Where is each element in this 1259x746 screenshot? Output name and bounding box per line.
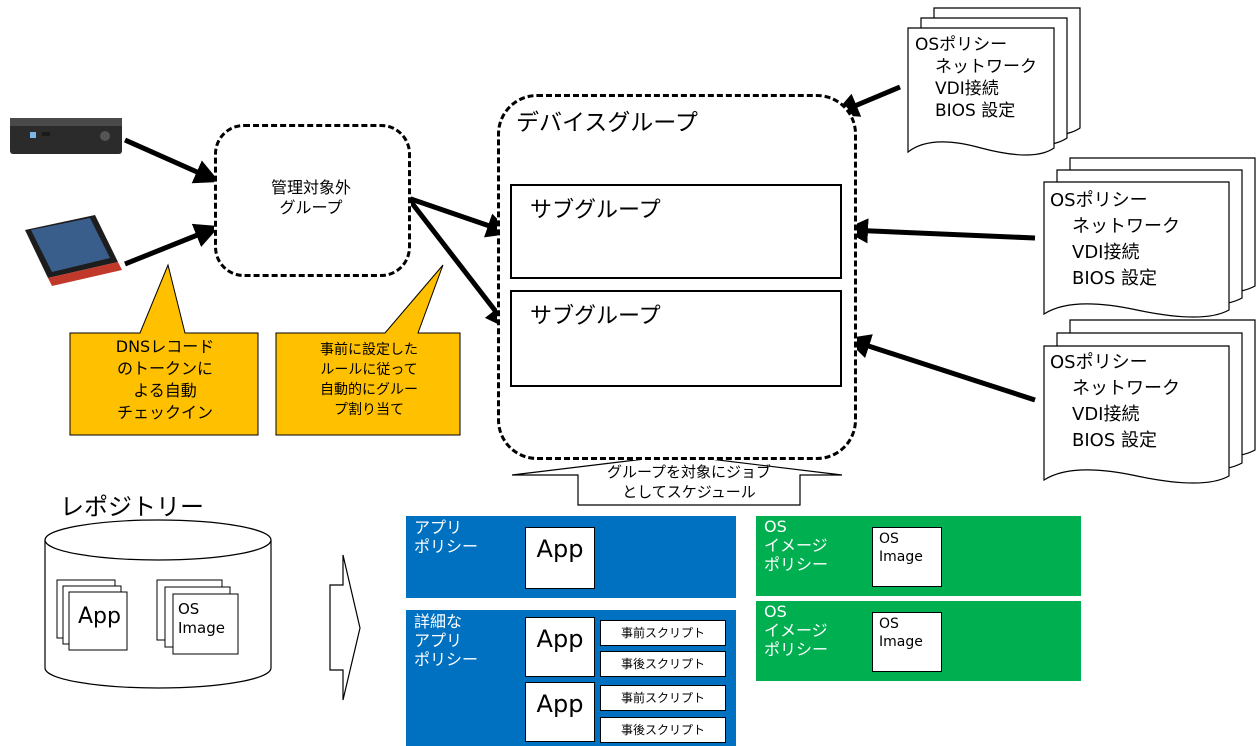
policy-doc-2-item3: BIOS 設定: [1072, 268, 1157, 289]
callout-1-line2: のトークンに: [116, 359, 213, 378]
os-image-box-2: OS Image: [872, 612, 942, 672]
repository-os-line1: OS: [178, 600, 200, 618]
app-policy-line2: ポリシー: [414, 537, 479, 556]
detailed-app-box-2: App: [525, 682, 595, 742]
subgroup-1: サブグループ: [510, 184, 842, 279]
policy-doc-3-item3: BIOS 設定: [1072, 430, 1157, 451]
policy-doc-1-title: OSポリシー: [915, 35, 1008, 55]
repository-app-label: App: [78, 604, 121, 629]
os-image-policy-2-label: OS イメージ ポリシー: [764, 602, 828, 659]
os-image-policy-2-line1: OS: [764, 602, 787, 621]
policy-doc-2-title: OSポリシー: [1050, 190, 1148, 211]
policy-doc-stack-1: [907, 7, 1081, 156]
app-policy-panel: アプリ ポリシー App: [406, 516, 736, 598]
policy-doc-3-text: OSポリシー ネットワーク VDI接続 BIOS 設定: [1050, 350, 1180, 454]
app-policy-app-box: App: [525, 527, 595, 589]
unmanaged-group-line2: グループ: [279, 198, 343, 217]
policy-doc-3-title: OSポリシー: [1050, 352, 1148, 373]
subgroup-2: サブグループ: [510, 290, 842, 387]
os-image-policy-1-line3: ポリシー: [764, 555, 829, 574]
policy-doc-stack-3: [1043, 319, 1256, 484]
repository-title: レポジトリー: [60, 493, 204, 521]
os-image-box-1-line1: OS: [879, 531, 899, 547]
arrow-to-subgroup-2: [406, 196, 511, 330]
callout-1-text: DNSレコード のトークンに よる自動 チェックイン: [72, 336, 258, 424]
callout-2-line1: 事前に設定した: [320, 342, 418, 358]
device-group-title: デバイスグループ: [516, 110, 698, 136]
policy-doc-2-text: OSポリシー ネットワーク VDI接続 BIOS 設定: [1050, 188, 1180, 292]
arrow-to-subgroup-1: [407, 195, 512, 238]
callout-1-line1: DNSレコード: [115, 337, 215, 356]
os-image-policy-2-line2: イメージ: [764, 621, 828, 640]
callout-2-text: 事前に設定した ルールに従って 自動的にグルー プ割り当て: [278, 340, 460, 420]
callout-1-line3: よる自動: [133, 381, 197, 400]
app-policy-line1: アプリ: [414, 518, 463, 537]
callout-1-line4: チェックイン: [116, 403, 213, 422]
repository-os-image-label: OS Image: [178, 600, 225, 638]
os-image-box-2-line2: Image: [879, 634, 923, 650]
schedule-line2: としてスケジュール: [622, 483, 756, 501]
arrow-policy-3: [845, 334, 1036, 403]
unmanaged-group-line1: 管理対象外: [270, 178, 351, 197]
callout-2-line4: プ割り当て: [334, 402, 404, 418]
os-image-policy-1-line2: イメージ: [764, 536, 828, 555]
arrow-thinclient: [123, 137, 220, 184]
flow-arrow-shape: [329, 554, 361, 701]
policy-doc-3-item2: VDI接続: [1072, 404, 1140, 425]
os-image-policy-panel-2: OS イメージ ポリシー OS Image: [756, 601, 1081, 681]
os-image-policy-panel-1: OS イメージ ポリシー OS Image: [756, 516, 1081, 596]
arrow-policy-2: [843, 218, 1036, 244]
policy-doc-1-item2: VDI接続: [935, 79, 999, 99]
detailed-app-policy-label: 詳細な アプリ ポリシー: [414, 612, 478, 669]
detailed-app-policy-line1: 詳細な: [414, 612, 463, 631]
callout-shape-2: [275, 264, 461, 436]
callout-2-line2: ルールに従って: [320, 362, 418, 378]
os-image-policy-1-line1: OS: [764, 517, 787, 536]
detailed-app-policy-line3: ポリシー: [414, 650, 479, 669]
thin-client-icon: [10, 118, 122, 154]
laptop-icon: [25, 215, 122, 286]
os-image-box-2-line1: OS: [879, 616, 899, 632]
policy-doc-2-item2: VDI接続: [1072, 242, 1140, 263]
subgroup-2-label: サブグループ: [530, 304, 661, 329]
subgroup-1-label: サブグループ: [530, 198, 661, 223]
post-script-box-1: 事後スクリプト: [600, 651, 726, 677]
os-image-policy-2-line3: ポリシー: [764, 640, 829, 659]
policy-doc-stack-2: [1043, 157, 1256, 318]
post-script-box-2: 事後スクリプト: [600, 717, 726, 743]
callout-2-line3: 自動的にグルー: [320, 382, 418, 398]
schedule-line1: グループを対象にジョブ: [606, 463, 772, 481]
unmanaged-group: [214, 124, 411, 277]
callout-shape-1: [69, 263, 259, 436]
os-image-box-1-line2: Image: [879, 549, 923, 565]
policy-doc-2-item1: ネットワーク: [1072, 216, 1180, 237]
os-image-policy-1-label: OS イメージ ポリシー: [764, 517, 828, 574]
arrow-laptop: [124, 223, 220, 267]
policy-doc-1-item1: ネットワーク: [935, 57, 1037, 77]
policy-doc-1-text: OSポリシー ネットワーク VDI接続 BIOS 設定: [915, 34, 1037, 122]
os-image-box-1: OS Image: [872, 527, 942, 587]
policy-doc-3-item1: ネットワーク: [1072, 378, 1180, 399]
detailed-app-policy-line2: アプリ: [414, 631, 463, 650]
unmanaged-group-label: 管理対象外 グループ: [216, 178, 406, 218]
app-policy-label: アプリ ポリシー: [414, 518, 478, 556]
pre-script-box-1: 事前スクリプト: [600, 620, 726, 646]
detailed-app-policy-panel: 詳細な アプリ ポリシー App 事前スクリプト 事後スクリプト App 事前ス…: [406, 610, 736, 746]
repository-os-line2: Image: [178, 619, 225, 637]
pre-script-box-2: 事前スクリプト: [600, 685, 726, 711]
policy-doc-1-item3: BIOS 設定: [935, 101, 1016, 121]
schedule-arrow-text: グループを対象にジョブ としてスケジュール: [578, 462, 800, 502]
detailed-app-box-1: App: [525, 617, 595, 677]
